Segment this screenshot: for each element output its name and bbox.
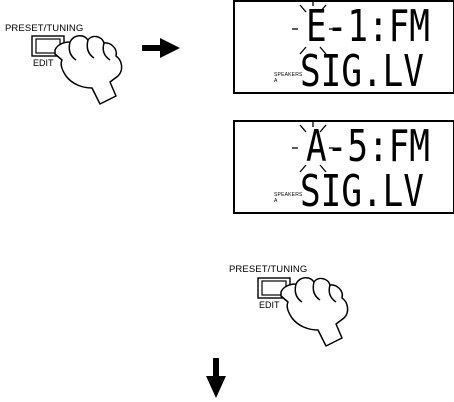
- edit-label-top: EDIT: [33, 58, 54, 68]
- arrow-right-icon: [142, 38, 180, 58]
- speakers-sub-label: A: [274, 198, 278, 204]
- blink-ray-icon: [292, 0, 334, 55]
- display-2-line-2: SIG.LV: [300, 166, 424, 217]
- display-1-line-2: SIG.LV: [300, 46, 424, 97]
- speakers-label: SPEAKERS: [274, 192, 303, 198]
- speakers-indicator-2: SPEAKERS A: [274, 192, 303, 204]
- edit-label-bottom: EDIT: [259, 300, 280, 310]
- display-panel-2: [233, 120, 454, 214]
- hand-press-icon: [280, 277, 349, 347]
- display-2-line-1: A-5:FM: [306, 121, 430, 172]
- display-panel-1: [233, 0, 454, 94]
- button-label-top: PRESET/TUNING: [5, 23, 84, 34]
- speakers-sub-label: A: [274, 78, 278, 84]
- blink-ray-icon: [292, 120, 334, 173]
- hand-press-icon: [54, 35, 123, 105]
- speakers-label: SPEAKERS: [274, 72, 303, 78]
- display-1-line-1: E-1:FM: [306, 1, 430, 52]
- arrow-down-icon: [206, 358, 226, 398]
- speakers-indicator-1: SPEAKERS A: [274, 72, 303, 84]
- button-label-bottom: PRESET/TUNING: [229, 264, 308, 275]
